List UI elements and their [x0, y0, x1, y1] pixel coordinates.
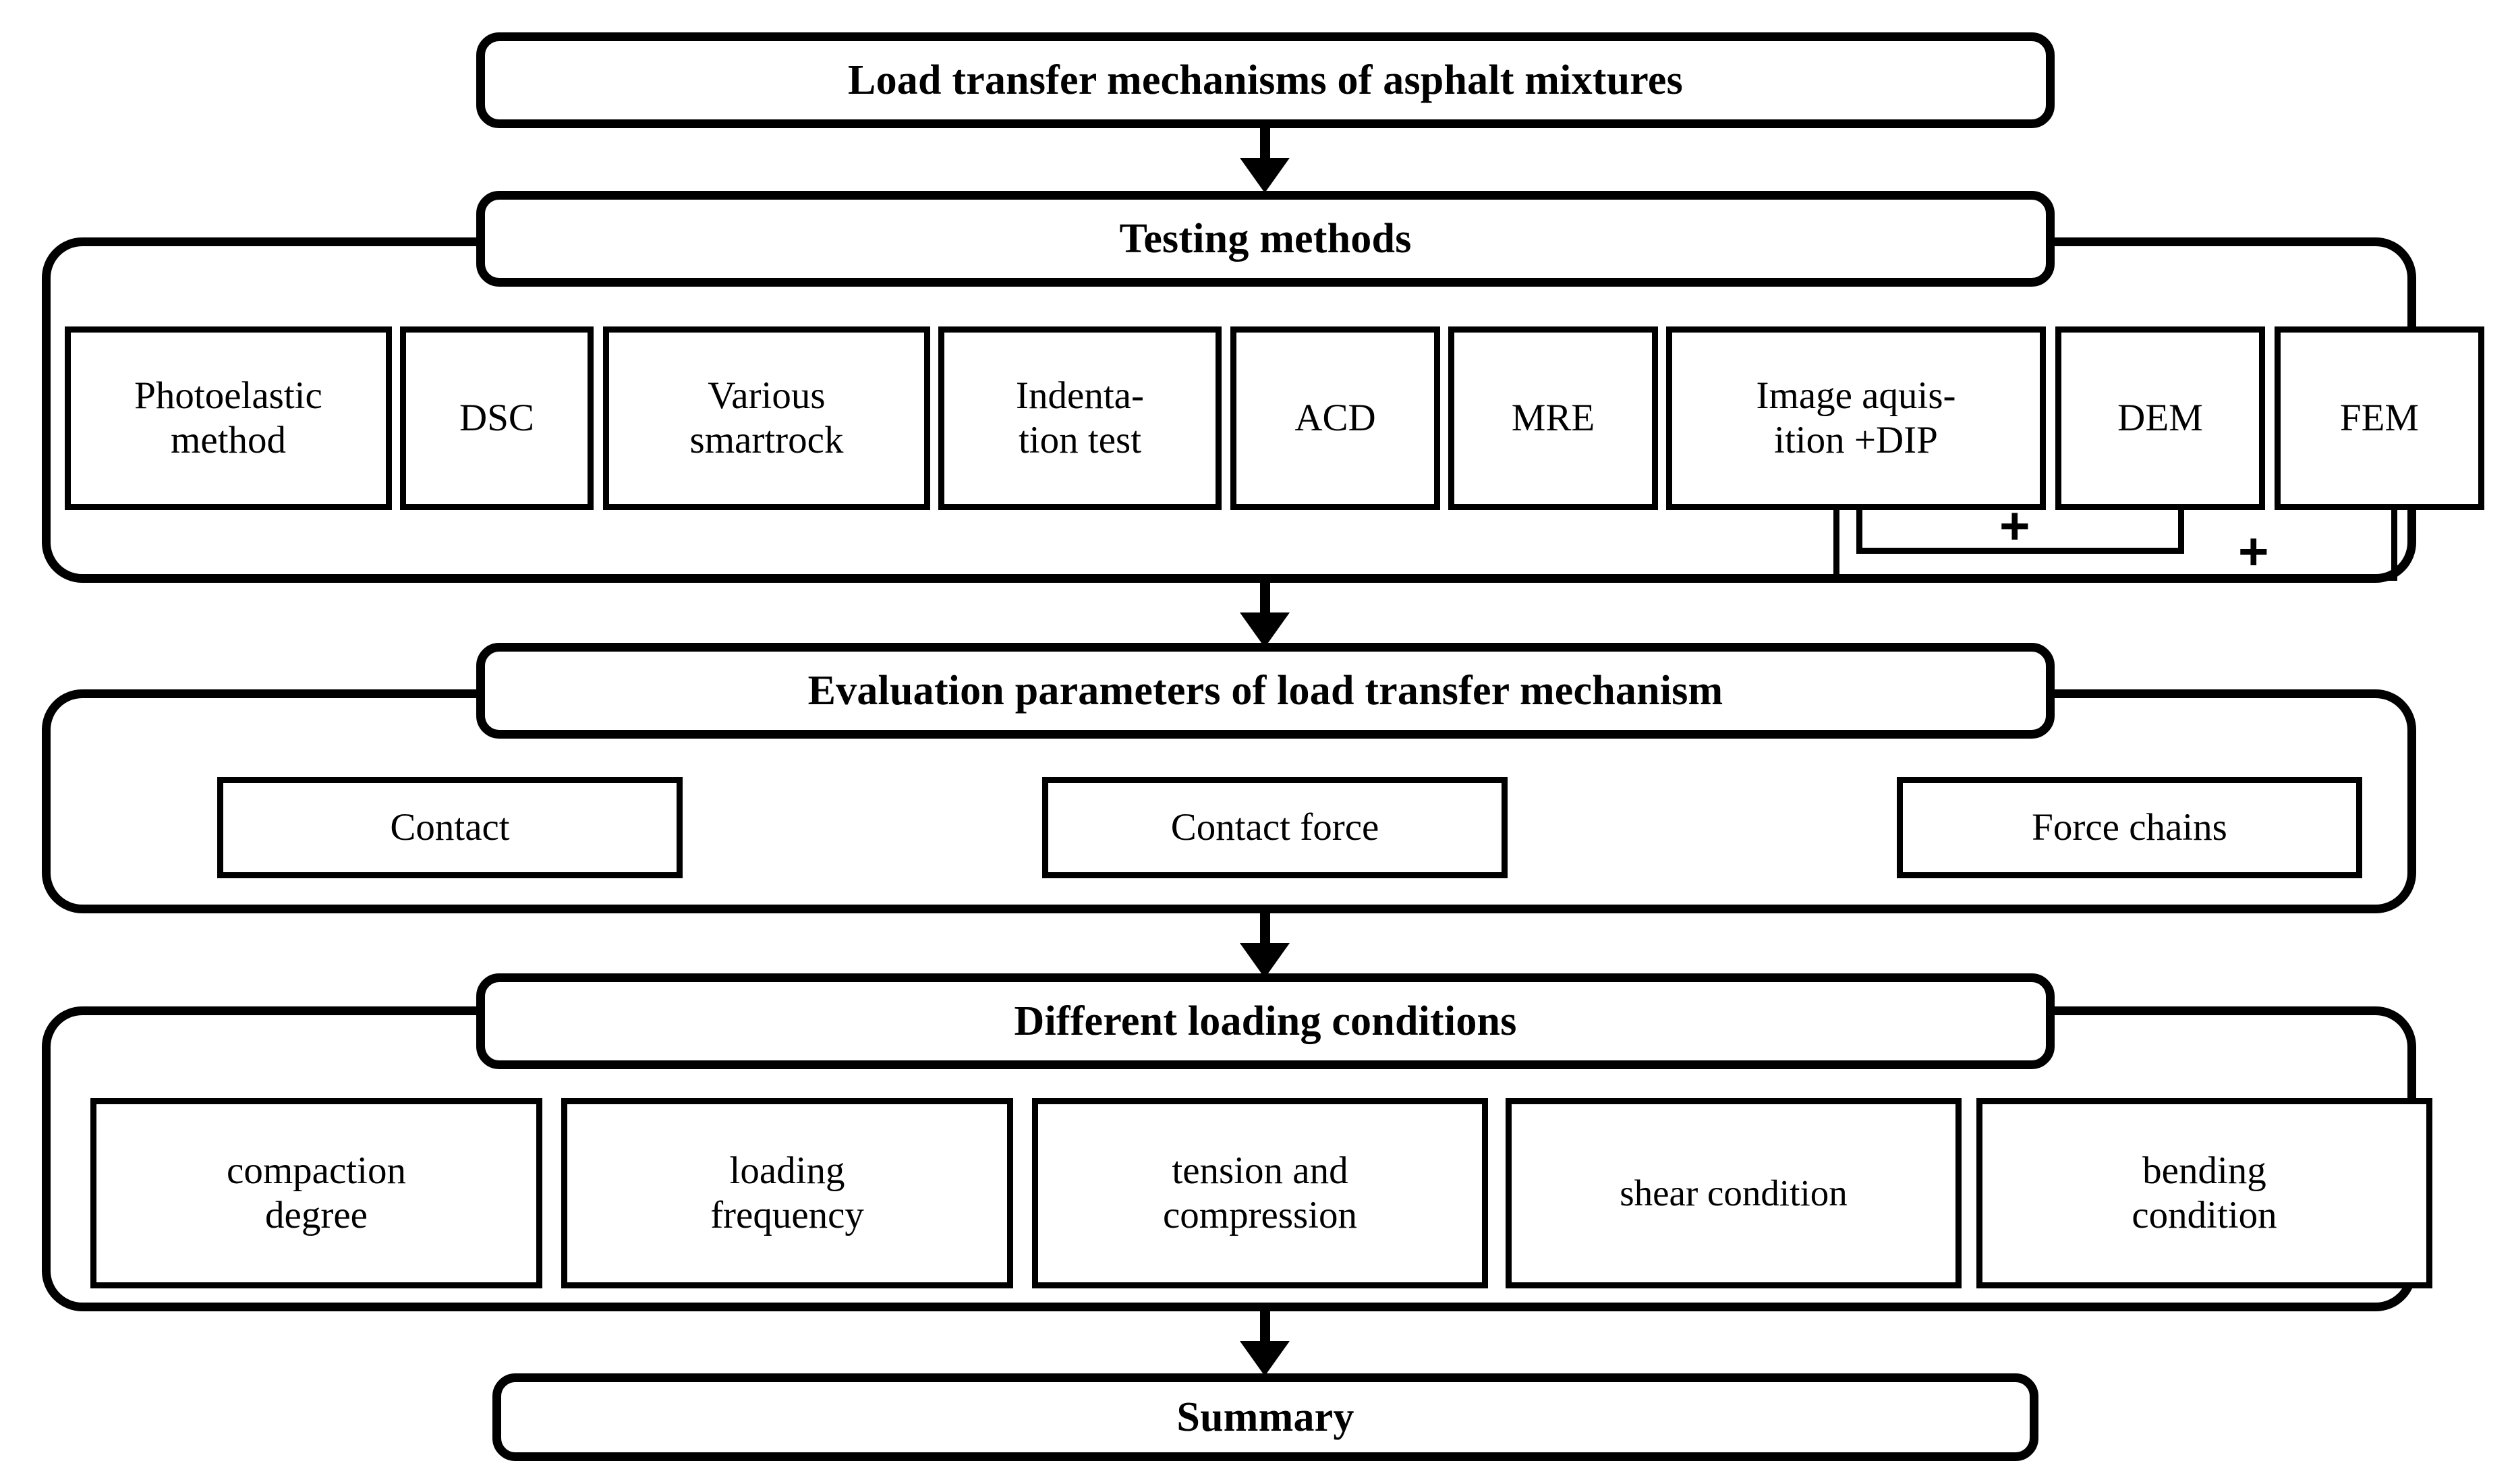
item-mre: MRE [1448, 326, 1658, 510]
item-contact-force: Contact force [1042, 777, 1508, 878]
connector-2-right-stem [2391, 507, 2397, 580]
item-acd: ACD [1230, 326, 1440, 510]
item-mre-label: MRE [1511, 396, 1595, 439]
item-fem: FEM [2275, 326, 2484, 510]
section-evaluation-parameters-title: Evaluation parameters of load transfer m… [807, 667, 1723, 714]
node-load-transfer-mechanisms-label: Load transfer mechanisms of asphalt mixt… [848, 57, 1683, 103]
arrow-1-head [1240, 158, 1290, 193]
item-contact-force-label: Contact force [1170, 805, 1379, 849]
section-loading-conditions-header: Different loading conditions [476, 973, 2055, 1069]
arrow-2-stem [1260, 583, 1270, 615]
arrow-2-head [1240, 612, 1290, 648]
connector-1-right-stem [2178, 507, 2184, 553]
item-dem: DEM [2055, 326, 2265, 510]
item-shear-condition-label: shear condition [1620, 1172, 1848, 1214]
item-contact: Contact [217, 777, 683, 878]
item-image-acquisition-dip: Image aquis-ition +DIP [1666, 326, 2046, 510]
connector-1-bottom [1856, 548, 2184, 554]
item-shear-condition: shear condition [1506, 1098, 1962, 1288]
node-summary-label: Summary [1176, 1394, 1354, 1440]
item-image-acquisition-dip-label: Image aquis-ition +DIP [1756, 374, 1956, 461]
item-force-chains-label: Force chains [2032, 805, 2227, 849]
arrow-1-stem [1260, 128, 1270, 161]
node-summary: Summary [492, 1373, 2038, 1461]
connector-2-plus: + [2238, 521, 2269, 581]
section-evaluation-parameters-header: Evaluation parameters of load transfer m… [476, 643, 2055, 739]
connector-2-left-stem [1833, 507, 1839, 580]
item-acd-label: ACD [1294, 396, 1376, 439]
item-fem-label: FEM [2339, 396, 2420, 439]
item-dem-label: DEM [2117, 396, 2203, 439]
section-testing-methods-header: Testing methods [476, 191, 2055, 287]
arrow-4-head [1240, 1341, 1290, 1376]
item-indentation-test-label: Indenta-tion test [1016, 374, 1144, 461]
section-loading-conditions-title: Different loading conditions [1014, 998, 1517, 1044]
arrow-3-head [1240, 943, 1290, 978]
item-force-chains: Force chains [1897, 777, 2362, 878]
connector-2-bottom [1833, 575, 2397, 581]
arrow-3-stem [1260, 913, 1270, 946]
item-indentation-test: Indenta-tion test [938, 326, 1222, 510]
item-contact-label: Contact [390, 805, 510, 849]
item-dsc: DSC [400, 326, 594, 510]
connector-1-plus: + [1999, 496, 2030, 555]
arrow-4-stem [1260, 1311, 1270, 1344]
connector-1-left-stem [1856, 507, 1862, 553]
section-testing-methods-title: Testing methods [1119, 215, 1412, 262]
item-dsc-label: DSC [459, 396, 534, 439]
node-load-transfer-mechanisms: Load transfer mechanisms of asphalt mixt… [476, 32, 2055, 128]
